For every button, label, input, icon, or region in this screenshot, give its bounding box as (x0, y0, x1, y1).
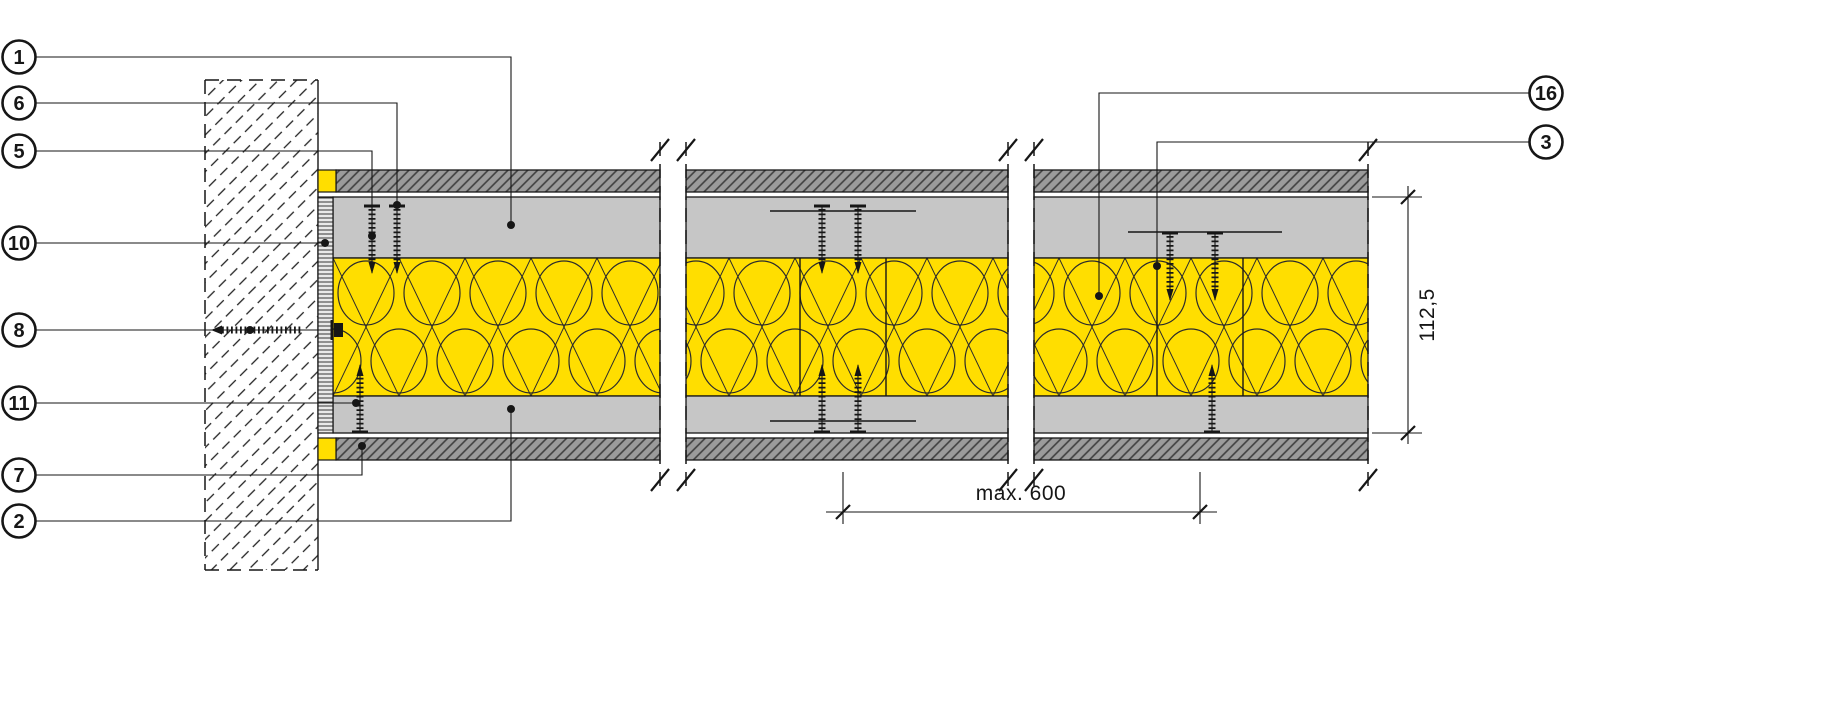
outer-board-bottom-s3 (1033, 437, 1369, 461)
inner-board-top-s2 (685, 196, 1009, 259)
callouts-right: 16 3 (1528, 75, 1564, 160)
callout-6-label: 6 (13, 93, 24, 115)
leader-16 (1098, 92, 1530, 296)
callout-11: 11 (1, 385, 37, 421)
callout-10: 10 (1, 225, 37, 261)
insulation-layer-s3 (1033, 257, 1369, 397)
leader-7 (35, 446, 363, 476)
leader-2-dot (507, 405, 515, 413)
leader-5-dot (368, 232, 376, 240)
callout-5: 5 (1, 133, 37, 169)
outer-board-top-s2 (685, 169, 1009, 193)
leader-10-dot (321, 239, 329, 247)
leader-5 (35, 150, 373, 236)
masonry-wall (204, 79, 319, 571)
leader-16-dot (1095, 292, 1103, 300)
callouts-left: 1 6 5 10 8 11 7 2 (1, 39, 37, 539)
masonry-wall-hatch (205, 80, 318, 570)
callout-8: 8 (1, 312, 37, 348)
callout-7: 7 (1, 457, 37, 493)
outer-board-bottom-s2 (685, 437, 1009, 461)
leader-1-dot (507, 221, 515, 229)
callout-8-label: 8 (13, 320, 24, 342)
callout-10-label: 10 (8, 233, 30, 255)
leader-8-dot (246, 326, 254, 334)
stud-spacing-label: max. 600 (976, 482, 1066, 505)
insulation-layer-s2 (685, 257, 1009, 397)
partition-assembly (317, 169, 1369, 461)
sealing-strip-bottom (317, 437, 337, 461)
callout-3-label: 3 (1540, 132, 1551, 154)
callout-3: 3 (1528, 124, 1564, 160)
anchor-head (334, 323, 343, 337)
insulation-layer-s1 (332, 257, 661, 397)
callout-16-label: 16 (1535, 83, 1557, 105)
dimension-thickness: 112,5 (1372, 186, 1439, 444)
inner-board-bottom-s1 (332, 395, 661, 434)
break-gap-2 (998, 138, 1044, 492)
break-end-right (1358, 138, 1378, 492)
outer-board-bottom-s1 (335, 437, 661, 461)
dimension-stud-spacing: max. 600 (826, 472, 1217, 524)
callout-7-label: 7 (13, 465, 24, 487)
leader-11-dot (352, 399, 360, 407)
thickness-label: 112,5 (1416, 288, 1439, 342)
outer-board-top-s3 (1033, 169, 1369, 193)
callout-5-label: 5 (13, 141, 24, 163)
inner-board-top-s3 (1033, 196, 1369, 259)
inner-board-top-s1 (332, 196, 661, 259)
callout-1: 1 (1, 39, 37, 75)
leader-7-dot (358, 442, 366, 450)
sealing-strip-top (317, 169, 337, 193)
metal-studs (770, 210, 1282, 422)
inner-board-bottom-s3 (1033, 395, 1369, 434)
leader-3-dot (1153, 262, 1161, 270)
leader-6 (35, 102, 398, 205)
outer-board-top-s1 (335, 169, 661, 193)
break-gap-1 (650, 138, 696, 492)
leader-1 (35, 56, 512, 225)
callout-2: 2 (1, 503, 37, 539)
leader-3 (1156, 141, 1530, 266)
inner-board-bottom-s2 (685, 395, 1009, 434)
leader-6-dot (393, 201, 401, 209)
callout-6: 6 (1, 85, 37, 121)
callout-16: 16 (1528, 75, 1564, 111)
callout-2-label: 2 (13, 511, 24, 533)
wall-connection-profile (317, 196, 334, 434)
break-lines (650, 138, 1378, 492)
leader-lines (35, 56, 1530, 522)
leader-2 (35, 409, 512, 522)
callout-11-label: 11 (8, 393, 29, 415)
callout-1-label: 1 (13, 47, 24, 69)
